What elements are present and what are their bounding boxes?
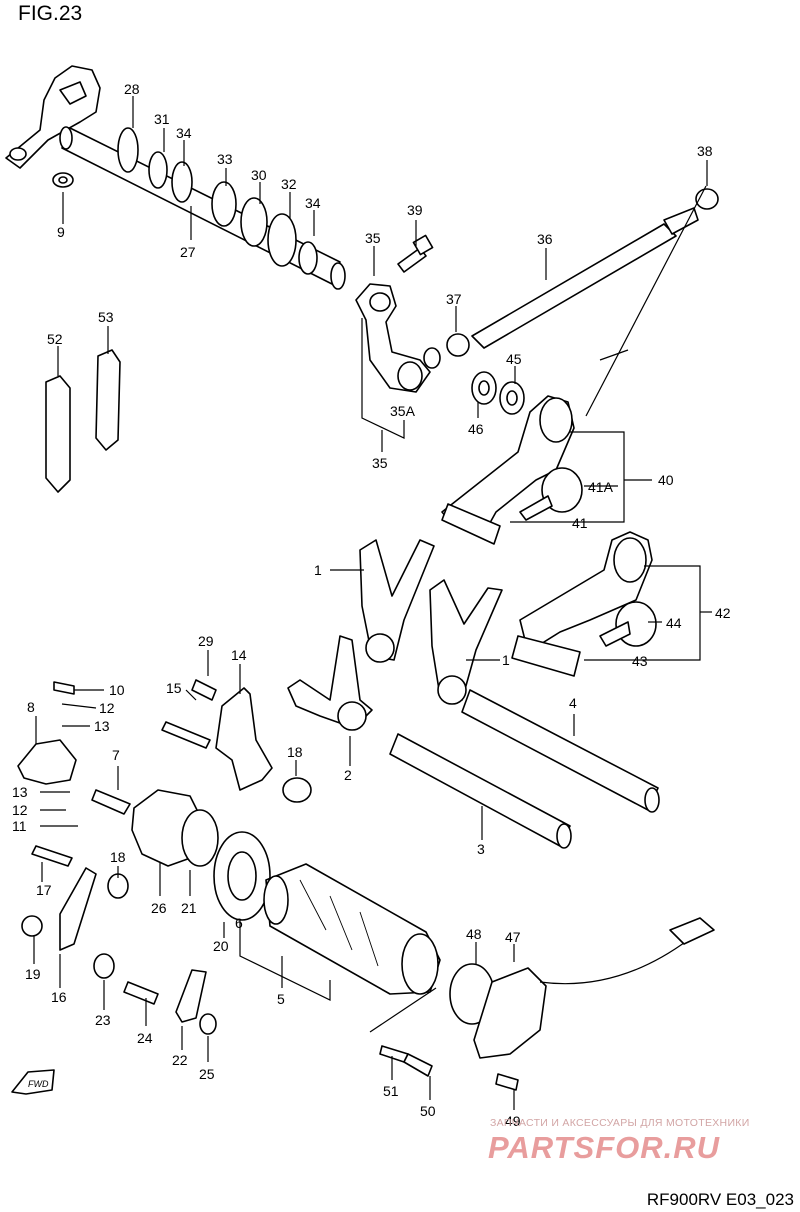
callout-33: 33	[217, 151, 233, 167]
callout-35A: 35A	[390, 403, 416, 419]
callout-41: 41	[572, 515, 588, 531]
callout-7: 7	[112, 747, 120, 763]
callout-34-b: 34	[305, 195, 321, 211]
callout-48: 48	[466, 926, 482, 942]
callout-52: 52	[47, 331, 63, 347]
callout-23: 23	[95, 1012, 111, 1028]
callout-14: 14	[231, 647, 247, 663]
callout-35: 35	[365, 230, 381, 246]
gearshift-lever-assembly	[441, 395, 657, 677]
callout-38: 38	[697, 143, 713, 159]
callout-13-b: 13	[12, 784, 28, 800]
callout-19: 19	[25, 966, 41, 982]
callout-53: 53	[98, 309, 114, 325]
callout-34: 34	[176, 125, 192, 141]
figure-title: FIG.23	[18, 2, 83, 25]
gearshift-link-plates	[45, 349, 121, 493]
callout-2: 2	[344, 767, 352, 783]
callout-6: 6	[235, 915, 243, 931]
callout-28: 28	[124, 81, 140, 97]
callout-50: 50	[420, 1103, 436, 1119]
callout-3: 3	[477, 841, 485, 857]
callout-36: 36	[537, 231, 553, 247]
callout-37: 37	[446, 291, 462, 307]
callout-11: 11	[12, 818, 27, 834]
callout-26: 26	[151, 900, 167, 916]
callout-20: 20	[213, 938, 229, 954]
watermark-logo: PARTSFOR.RU	[488, 1130, 721, 1165]
callout-51: 51	[383, 1083, 399, 1099]
callout-16: 16	[51, 989, 67, 1005]
callout-40: 40	[658, 472, 674, 488]
callout-45: 45	[506, 351, 522, 367]
callout-22: 22	[172, 1052, 188, 1068]
callout-4: 4	[569, 695, 577, 711]
callout-35-b: 35	[372, 455, 388, 471]
callout-24: 24	[137, 1030, 153, 1046]
callout-5: 5	[277, 991, 285, 1007]
gearshift-shaft-assembly	[5, 65, 719, 415]
forward-label: FWD	[28, 1079, 49, 1089]
callout-30: 30	[251, 167, 267, 183]
leader-lines	[33, 96, 712, 1110]
callout-21: 21	[181, 900, 197, 916]
callout-42: 42	[715, 605, 731, 621]
callout-25: 25	[199, 1066, 215, 1082]
callout-10: 10	[109, 682, 125, 698]
callout-18-b: 18	[110, 849, 126, 865]
callout-39: 39	[407, 202, 423, 218]
callout-12-b: 12	[12, 802, 28, 818]
figure-code: RF900RV E03_023	[646, 1190, 794, 1209]
callout-9: 9	[57, 224, 65, 240]
callout-41A: 41A	[588, 479, 614, 495]
callout-13: 13	[94, 718, 110, 734]
callout-12: 12	[99, 700, 115, 716]
callout-18: 18	[287, 744, 303, 760]
callout-17: 17	[36, 882, 52, 898]
callout-49: 49	[505, 1113, 521, 1129]
callout-labels: 28 31 34 9 33 30 32 34 27 39 35 36 38 37…	[12, 81, 731, 1129]
forward-direction-badge: FWD	[11, 1069, 55, 1095]
watermark-tagline: ЗАПЧАСТИ И АКСЕССУАРЫ ДЛЯ МОТОТЕХНИКИ	[490, 1117, 750, 1129]
callout-1-b: 1	[502, 652, 510, 668]
callout-31: 31	[154, 111, 170, 127]
callout-1: 1	[314, 562, 322, 578]
callout-15: 15	[166, 680, 182, 696]
shift-drum-assembly	[17, 679, 715, 1091]
callout-43: 43	[632, 653, 648, 669]
callout-32: 32	[281, 176, 297, 192]
callout-47: 47	[505, 929, 521, 945]
callout-27: 27	[180, 244, 196, 260]
callout-29: 29	[198, 633, 214, 649]
callout-46: 46	[468, 421, 484, 437]
callout-8: 8	[27, 699, 35, 715]
shift-forks-assembly	[287, 539, 660, 849]
callout-44: 44	[666, 615, 682, 631]
